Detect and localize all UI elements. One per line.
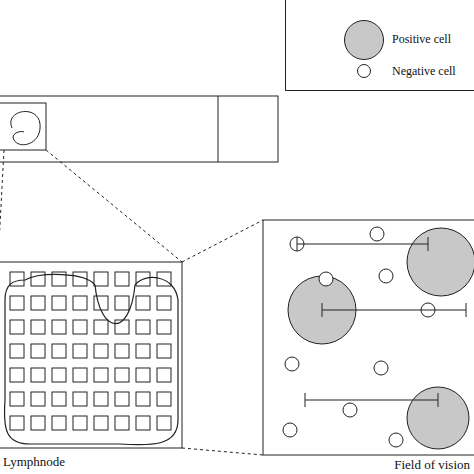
grid-square xyxy=(31,320,45,334)
grid-square xyxy=(115,368,129,382)
grid-square xyxy=(136,344,150,358)
grid-square xyxy=(31,392,45,406)
grid-square xyxy=(136,416,150,430)
field-panel xyxy=(263,220,474,455)
positive-cell xyxy=(407,228,474,296)
grid-square xyxy=(73,344,87,358)
grid-square xyxy=(157,296,171,310)
distance-bar xyxy=(322,310,466,311)
negative-cell xyxy=(370,227,384,241)
grid-square xyxy=(52,392,66,406)
grid-square xyxy=(73,368,87,382)
grid-square xyxy=(94,272,108,286)
grid-square xyxy=(136,320,150,334)
grid-square xyxy=(10,368,24,382)
distance-tick xyxy=(297,237,298,251)
grid-square xyxy=(10,416,24,430)
grid-square xyxy=(31,272,45,286)
distance-tick xyxy=(428,237,429,251)
grid-square xyxy=(94,296,108,310)
grid-square xyxy=(115,320,129,334)
grid-square xyxy=(31,296,45,310)
negative-cell xyxy=(319,272,333,286)
grid-square xyxy=(136,392,150,406)
slide-coverslip xyxy=(0,103,46,150)
grid-square xyxy=(73,320,87,334)
distance-bar xyxy=(297,244,428,245)
negative-cell xyxy=(343,403,357,417)
grid-square xyxy=(115,416,129,430)
grid-square xyxy=(94,320,108,334)
distance-tick xyxy=(322,303,323,317)
zoom-line xyxy=(182,220,263,262)
grid-square xyxy=(115,344,129,358)
negative-cell xyxy=(283,423,297,437)
distance-bar xyxy=(305,400,438,401)
grid-square xyxy=(157,368,171,382)
grid-square xyxy=(94,392,108,406)
grid-square xyxy=(94,368,108,382)
tissue-section xyxy=(11,112,40,145)
grid-square xyxy=(52,344,66,358)
legend-text: Positive cell xyxy=(392,32,451,47)
grid-square xyxy=(157,416,171,430)
grid-square xyxy=(115,272,129,286)
negative-cell xyxy=(389,433,403,447)
grid-square xyxy=(157,392,171,406)
negative-cell xyxy=(374,361,388,375)
legend-swatch xyxy=(344,20,384,60)
grid-square xyxy=(73,416,87,430)
grid-square xyxy=(31,368,45,382)
figure-label: Field of vision xyxy=(394,457,470,472)
grid-square xyxy=(73,296,87,310)
legend-box: Positive cellNegative cell xyxy=(285,0,474,91)
grid-square xyxy=(115,296,129,310)
distance-tick xyxy=(438,393,439,407)
zoom-line xyxy=(46,150,182,262)
figure-label: Lymphnode xyxy=(3,454,65,469)
glass-slide xyxy=(0,96,278,162)
zoom-line xyxy=(0,150,4,262)
grid-square xyxy=(52,416,66,430)
field-grid xyxy=(10,272,171,430)
lymphnode-outline xyxy=(4,275,178,445)
slide-divider xyxy=(218,96,219,162)
grid-square xyxy=(73,392,87,406)
positive-cell xyxy=(407,387,469,449)
grid-square xyxy=(94,416,108,430)
distance-tick xyxy=(466,303,467,317)
grid-square xyxy=(157,344,171,358)
grid-square xyxy=(136,368,150,382)
negative-cell xyxy=(379,269,393,283)
grid-square xyxy=(157,320,171,334)
grid-square xyxy=(52,320,66,334)
grid-square xyxy=(10,320,24,334)
grid-square xyxy=(94,344,108,358)
grid-square xyxy=(10,272,24,286)
legend-symbol xyxy=(357,64,371,78)
grid-square xyxy=(136,296,150,310)
grid-square xyxy=(31,416,45,430)
negative-cell xyxy=(285,357,299,371)
grid-square xyxy=(52,296,66,310)
grid-square xyxy=(10,344,24,358)
grid-square xyxy=(52,368,66,382)
grid-square xyxy=(10,296,24,310)
lymphnode-panel xyxy=(0,262,182,448)
distance-tick xyxy=(305,393,306,407)
grid-square xyxy=(115,392,129,406)
grid-square xyxy=(157,272,171,286)
grid-square xyxy=(10,392,24,406)
legend-text: Negative cell xyxy=(392,64,456,79)
zoom-line xyxy=(182,448,263,455)
grid-square xyxy=(31,344,45,358)
